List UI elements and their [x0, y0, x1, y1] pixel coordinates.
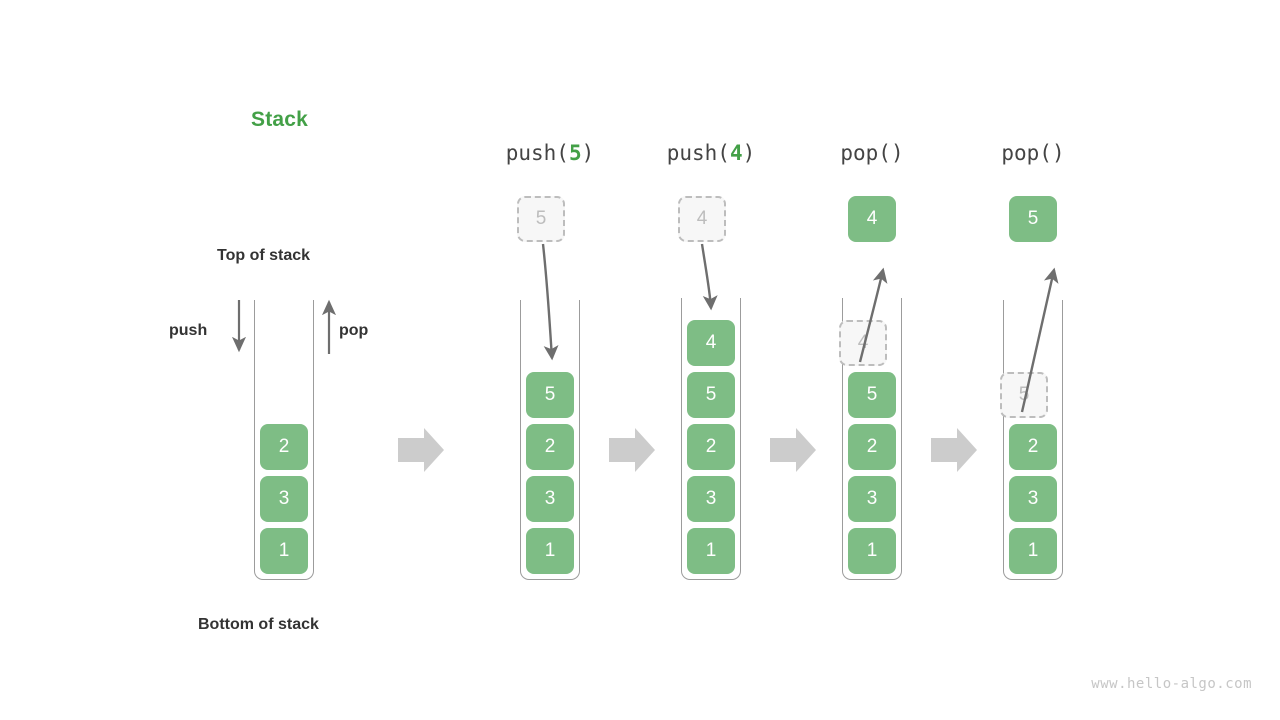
op-prefix: pop( — [840, 141, 891, 165]
op-prefix: pop( — [1001, 141, 1052, 165]
stack-cell: 4 — [687, 320, 735, 366]
op-suffix: ) — [581, 141, 595, 165]
push-label: push — [169, 322, 208, 339]
transition-arrow-icon — [609, 428, 655, 472]
stack-column-pop-2: pop() 5 5 2 3 1 — [973, 0, 1093, 720]
stack-cell: 5 — [526, 372, 574, 418]
transition-arrow-icon — [398, 428, 444, 472]
stack-tube — [842, 298, 902, 580]
stack-cell: 3 — [687, 476, 735, 522]
stack-cell: 1 — [1009, 528, 1057, 574]
top-of-stack-label: Top of stack — [217, 247, 311, 264]
stack-tube — [520, 300, 580, 580]
stack-column-push-4: push(4) 4 4 5 2 3 1 — [651, 0, 771, 720]
stack-cell: 2 — [848, 424, 896, 470]
floating-cell-ghost: 5 — [517, 196, 565, 242]
watermark: www.hello-algo.com — [1091, 676, 1252, 692]
page-title: Stack — [251, 108, 309, 131]
stack-cell: 3 — [260, 476, 308, 522]
operation-label-pop: pop() — [812, 141, 932, 165]
stack-tube — [681, 298, 741, 580]
op-suffix: ) — [890, 141, 904, 165]
transition-arrow-icon — [770, 428, 816, 472]
stack-cell: 1 — [260, 528, 308, 574]
stack-cell: 2 — [260, 424, 308, 470]
operation-label-push-4: push(4) — [651, 141, 771, 165]
stack-column-pop-1: pop() 4 4 5 2 3 1 — [812, 0, 932, 720]
transition-arrow-icon — [931, 428, 977, 472]
stack-cell: 1 — [848, 528, 896, 574]
floating-cell-popped: 5 — [1009, 196, 1057, 242]
operation-label-push-5: push(5) — [490, 141, 610, 165]
op-arg: 4 — [729, 141, 743, 165]
stack-tube — [254, 300, 314, 580]
stack-cell: 5 — [848, 372, 896, 418]
stack-column-initial: 2 3 1 — [224, 0, 344, 720]
stack-cell: 1 — [526, 528, 574, 574]
stack-cell: 2 — [1009, 424, 1057, 470]
stack-tube — [1003, 300, 1063, 580]
stack-cell: 3 — [1009, 476, 1057, 522]
op-prefix: push( — [505, 141, 569, 165]
bottom-of-stack-label: Bottom of stack — [198, 616, 319, 633]
stack-cell-ghost: 4 — [839, 320, 887, 366]
stack-cell: 5 — [687, 372, 735, 418]
stack-cell: 3 — [848, 476, 896, 522]
op-prefix: push( — [666, 141, 730, 165]
stack-column-push-5: push(5) 5 5 2 3 1 — [490, 0, 610, 720]
stack-cell: 2 — [526, 424, 574, 470]
stack-cell: 1 — [687, 528, 735, 574]
floating-cell-popped: 4 — [848, 196, 896, 242]
floating-cell-ghost: 4 — [678, 196, 726, 242]
stack-cell: 2 — [687, 424, 735, 470]
operation-label-pop: pop() — [973, 141, 1093, 165]
op-arg: 5 — [568, 141, 582, 165]
op-suffix: ) — [1051, 141, 1065, 165]
stack-cell: 3 — [526, 476, 574, 522]
pop-label: pop — [339, 322, 369, 339]
op-suffix: ) — [742, 141, 756, 165]
stack-cell-ghost: 5 — [1000, 372, 1048, 418]
